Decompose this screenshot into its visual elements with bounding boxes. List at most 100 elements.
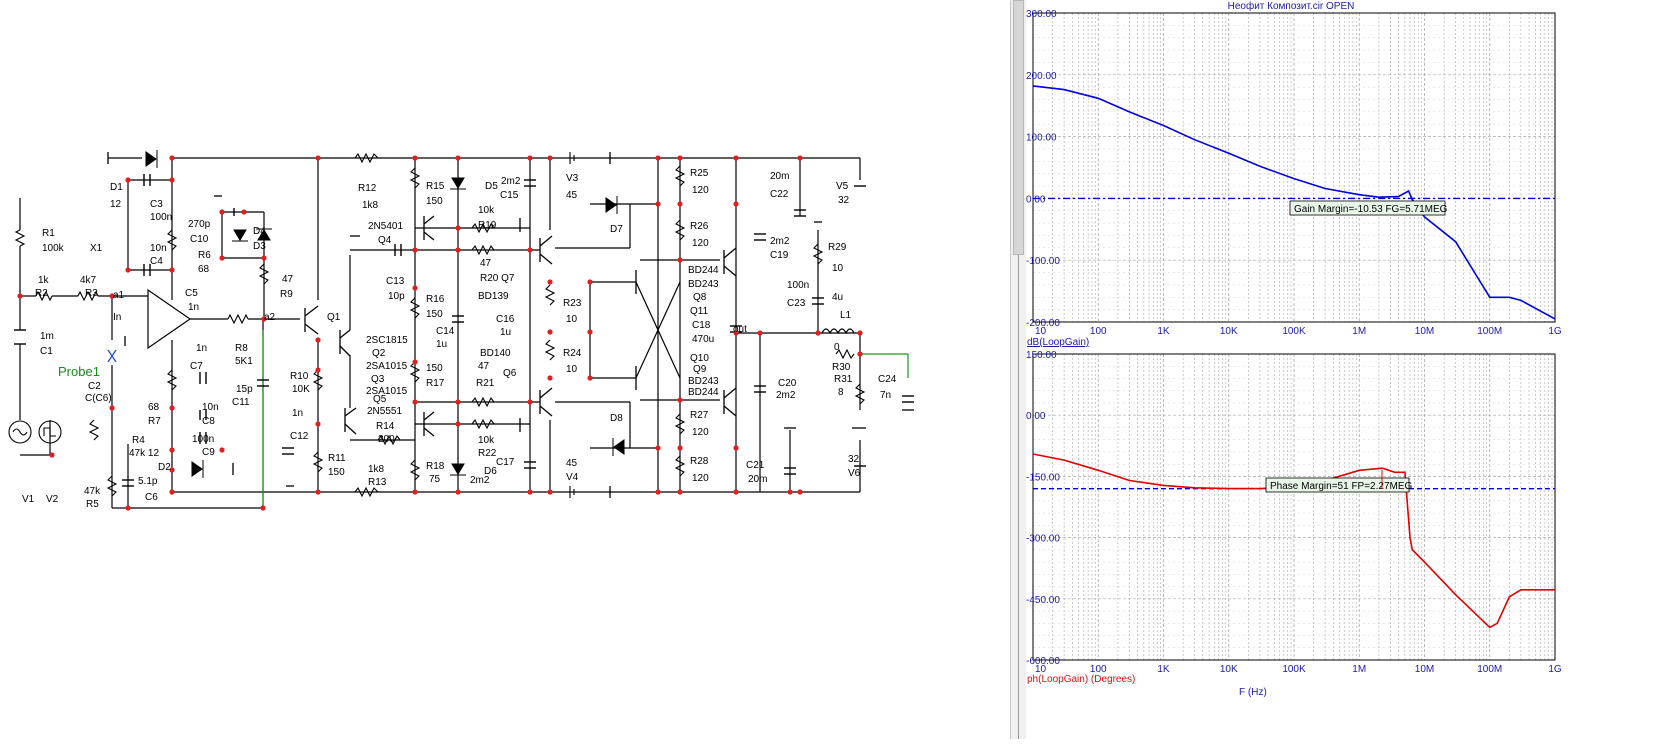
phase-curve: [1032, 453, 1555, 629]
junction-node: [169, 489, 175, 495]
junction-node: [455, 421, 461, 427]
junction-node: [219, 447, 225, 453]
component-label: C7: [190, 361, 203, 372]
component-label: Q2: [372, 348, 386, 359]
junction-node: [260, 505, 266, 511]
component-label: C2: [88, 381, 101, 392]
component-label: V1: [22, 494, 35, 505]
junction-node: [547, 279, 553, 285]
resistors: [14, 152, 866, 498]
component-label: C10: [190, 234, 209, 245]
junction-nodes: [17, 155, 863, 511]
junction-node: [677, 257, 683, 263]
voltage-sources: [8, 152, 575, 498]
component-label: 0: [834, 342, 840, 353]
component-label: a2: [264, 312, 276, 323]
component-label: C22: [770, 189, 789, 200]
junction-node: [527, 399, 533, 405]
x-tick-label: 1M: [1352, 664, 1366, 675]
component-label: Q6: [503, 368, 517, 379]
x-axis-title: F (Hz): [1239, 687, 1267, 698]
component-label: C11: [232, 397, 250, 408]
x-tick-label: 1G: [1548, 664, 1562, 675]
junction-node: [655, 155, 661, 161]
component-label: 10n: [150, 243, 167, 254]
x-tick-label: 10M: [1415, 326, 1434, 337]
component-label: 150: [426, 196, 443, 207]
component-label: Q4: [378, 235, 392, 246]
component-label: R7: [148, 416, 161, 427]
junction-node: [587, 329, 593, 335]
component-label: R18: [426, 461, 445, 472]
junction-node: [219, 255, 225, 261]
component-label: 15p: [236, 384, 253, 395]
component-label: C16: [496, 314, 515, 325]
component-label: Q10: [690, 353, 709, 364]
component-label: 75: [429, 474, 441, 485]
component-label: 8: [838, 387, 844, 398]
junction-node: [857, 351, 863, 357]
component-label: 10k: [478, 435, 495, 446]
component-label: 20m: [748, 474, 767, 485]
component-label: R15: [426, 181, 445, 192]
component-label: 1u: [436, 339, 447, 350]
x-tick-label: 1K: [1157, 664, 1170, 675]
component-label: C23: [787, 298, 806, 309]
component-label: 1k8: [368, 464, 385, 475]
component-label: R25: [690, 168, 709, 179]
component-label: C20: [778, 378, 797, 389]
component-label: D7: [610, 224, 623, 235]
component-label: 47: [480, 258, 492, 269]
component-label: 47: [478, 361, 490, 372]
gain-margin-box: [1289, 200, 1446, 216]
junction-node: [547, 329, 553, 335]
component-label: 12: [110, 199, 122, 210]
component-label: 120: [692, 185, 709, 196]
junction-node: [455, 399, 461, 405]
component-label: 47k 12: [129, 448, 159, 459]
component-label: R27: [690, 410, 709, 421]
junction-node: [261, 255, 267, 261]
component-label: 100k: [42, 243, 65, 254]
component-label: 2m2: [501, 176, 521, 187]
junction-node: [315, 421, 321, 427]
gain-margin-annotation[interactable]: Gain Margin=-10.53 FG=5.71MEG: [1289, 200, 1448, 216]
junction-node: [455, 247, 461, 253]
junction-node: [125, 267, 131, 273]
junction-node: [655, 445, 661, 451]
circuit-schematic[interactable]: D112C3100n10nC4R668R1100kX11kR24k7R3a1In…: [0, 0, 1010, 739]
y-tick-label: -150.00: [1026, 472, 1060, 483]
component-label: C14: [436, 326, 455, 337]
gain-curve: [1032, 85, 1556, 320]
component-label: 1k: [38, 275, 50, 286]
component-label: C15: [500, 190, 519, 201]
component-label: 47k: [84, 486, 101, 497]
scrollbar-thumb[interactable]: [1013, 0, 1024, 255]
phase-margin-annotation[interactable]: Phase Margin=51 FP=2.27MEG: [1265, 470, 1413, 493]
component-label: R14: [376, 421, 395, 432]
x-tick-label: 100: [1090, 326, 1107, 337]
component-label: C17: [496, 457, 515, 468]
component-label: C4: [150, 256, 163, 267]
gain-chart-grid: [1032, 12, 1556, 323]
phase-y-axis-label: ph(LoopGain) (Degrees): [1027, 674, 1135, 685]
component-label: C12: [290, 431, 309, 442]
panel-splitter-scrollbar[interactable]: [1010, 0, 1027, 739]
component-label: R28: [690, 456, 709, 467]
component-label: R26: [690, 221, 709, 232]
component-label: V5: [836, 181, 849, 192]
junction-node: [169, 405, 175, 411]
junction-node: [733, 155, 739, 161]
component-label: BD244: [688, 265, 719, 276]
gain-margin-text: Gain Margin=-10.53 FG=5.71MEG: [1294, 204, 1448, 215]
component-label: 1u: [500, 327, 511, 338]
junction-node: [125, 505, 131, 511]
junction-node: [787, 489, 793, 495]
component-label: Q8: [693, 292, 707, 303]
junction-node: [109, 293, 115, 299]
y-tick-label: 300.00: [1026, 9, 1057, 20]
